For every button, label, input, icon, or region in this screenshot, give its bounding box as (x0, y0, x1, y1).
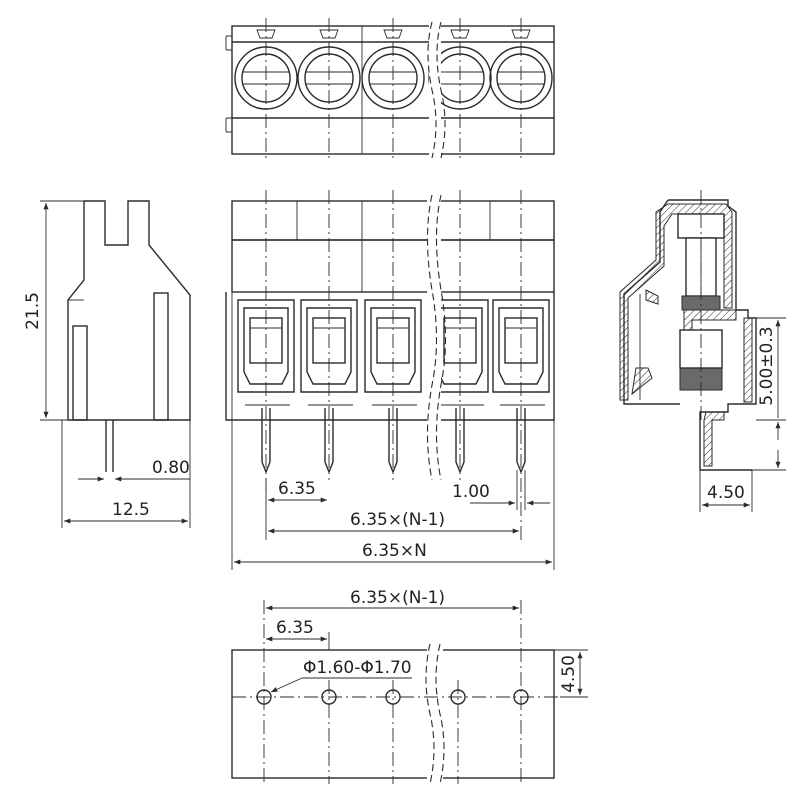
fp-pitch-label: 6.35 (276, 618, 314, 638)
dim-pin-thickness-label: 1.00 (452, 482, 490, 502)
fp-hole-diameter-label: Φ1.60-Φ1.70 (303, 658, 412, 678)
dim-pin-offset-label: 5.00±0.3 (757, 326, 777, 405)
dim-depth-label: 12.5 (112, 500, 150, 520)
front-view: 6.35 1.00 6.35×(N-1) 6.35×N (225, 190, 555, 570)
dim-span-label: 6.35×(N-1) (350, 510, 445, 530)
dim-pitch-label: 6.35 (278, 479, 316, 499)
right-section-view: 5.00±0.3 4.50 (619, 190, 786, 512)
dim-side-offset-label: 4.50 (707, 483, 745, 503)
fp-span-label: 6.35×(N-1) (350, 588, 445, 608)
dim-pin-width-label: 0.80 (152, 458, 190, 478)
dim-total-label: 6.35×N (362, 541, 427, 561)
top-view (225, 18, 555, 162)
fp-row-offset-label: 4.50 (559, 655, 579, 693)
footprint-view: 6.35×(N-1) 6.35 Φ1.60-Φ1.70 4.50 (231, 588, 588, 785)
left-side-view: 21.5 0.80 12.5 (23, 200, 191, 528)
dim-height-label: 21.5 (23, 292, 43, 330)
front-pins (261, 408, 526, 474)
